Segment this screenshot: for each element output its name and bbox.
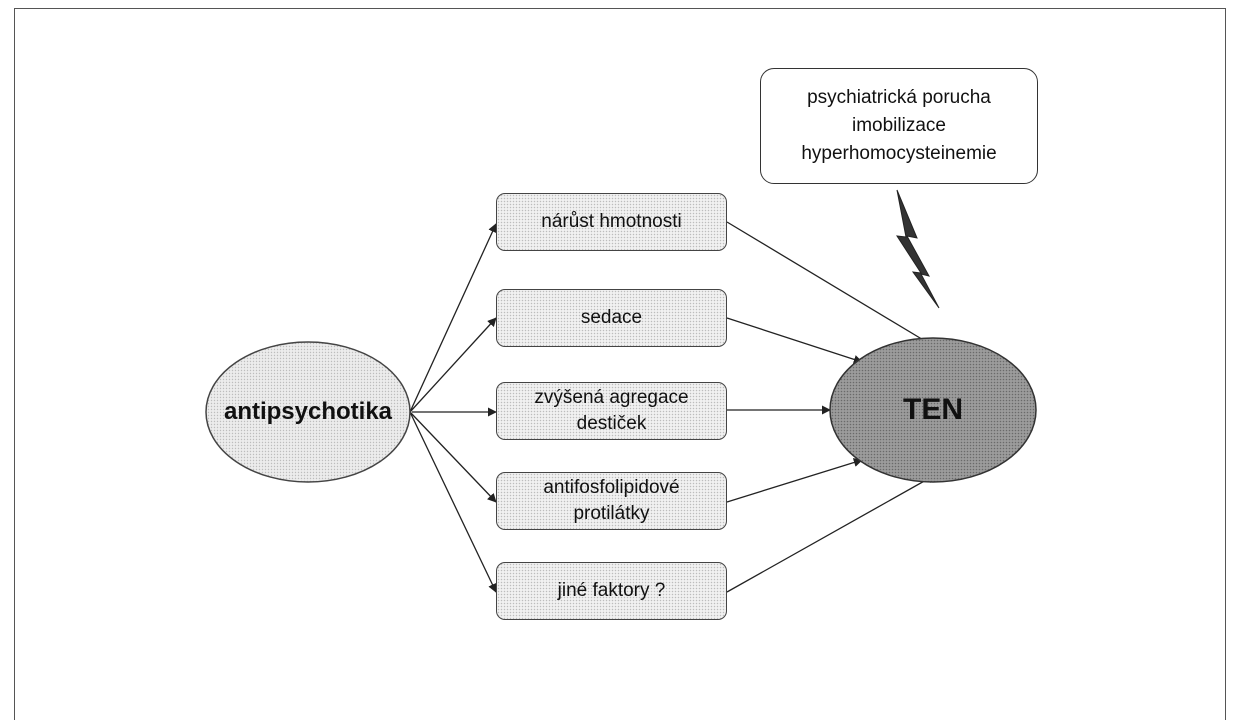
risk-factor-psychiatric-disorder: psychiatrická porucha bbox=[807, 87, 991, 108]
arrow-other-to-ten bbox=[726, 474, 936, 593]
arrow-antibodies-to-ten bbox=[726, 458, 863, 503]
source-label: antipsychotika bbox=[223, 398, 393, 425]
arrow-source-to-other bbox=[409, 411, 497, 593]
arrow-source-to-weight-gain bbox=[409, 223, 497, 413]
risk-factor-hyperhomocysteinemia: hyperhomocysteinemie bbox=[801, 143, 997, 164]
arrow-sedation-to-ten bbox=[726, 317, 863, 364]
arrow-weight-gain-to-ten bbox=[726, 221, 936, 348]
risk-factors-box: psychiatrická porucha imobilizace hyperh… bbox=[760, 68, 1038, 184]
mechanism-box-weight-gain: nárůst hmotnosti bbox=[496, 193, 727, 251]
source-ellipse bbox=[205, 341, 411, 483]
mechanism-box-platelet-aggregation: zvýšená agregace destiček bbox=[496, 382, 727, 440]
mechanism-box-antiphospholipid-antibodies: antifosfolipidové protilátky bbox=[496, 472, 727, 530]
target-label: TEN bbox=[903, 393, 963, 426]
risk-factor-immobilization: imobilizace bbox=[852, 115, 946, 136]
lightning-icon bbox=[896, 189, 940, 309]
mechanism-box-other-factors: jiné faktory ? bbox=[496, 562, 727, 620]
arrow-source-to-antibodies bbox=[409, 411, 497, 503]
arrow-source-to-sedation bbox=[409, 317, 497, 413]
mechanism-box-sedation: sedace bbox=[496, 289, 727, 347]
slide-frame bbox=[14, 8, 1226, 720]
target-ellipse bbox=[829, 337, 1037, 483]
